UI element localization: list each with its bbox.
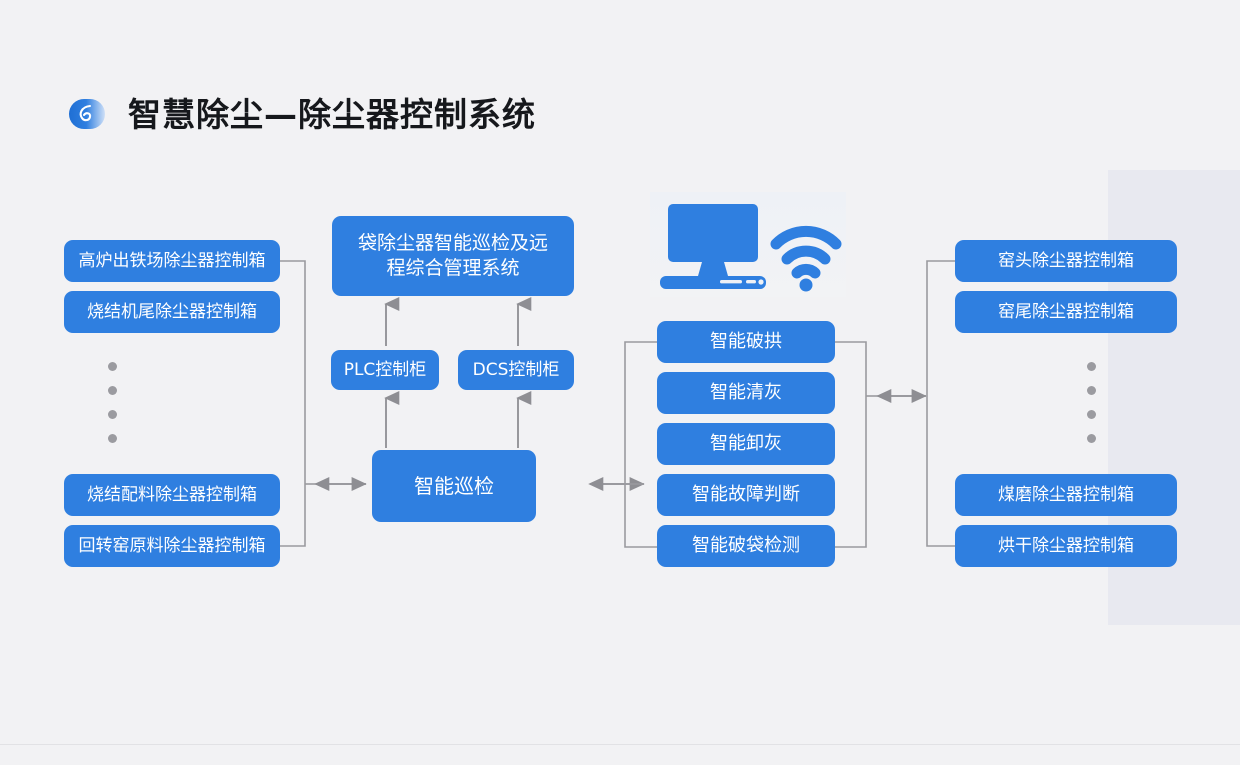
feature-node-2[interactable]: 智能清灰 [657,372,835,414]
dot [1087,386,1096,395]
dot [108,362,117,371]
dot [108,386,117,395]
bottom-divider [0,744,1240,745]
page-title: 智慧除尘—除尘器控制系统 [128,94,536,134]
wifi-signal-icon [770,225,842,292]
management-system-node[interactable]: 袋除尘器智能巡检及远程综合管理系统 [332,216,574,296]
right-node-4[interactable]: 烘干除尘器控制箱 [955,525,1177,567]
left-node-3[interactable]: 烧结配料除尘器控制箱 [64,474,280,516]
left-node-4[interactable]: 回转窑原料除尘器控制箱 [64,525,280,567]
dot [1087,410,1096,419]
plc-cabinet-node[interactable]: PLC控制柜 [331,350,439,390]
desktop-computer-icon [660,204,766,289]
dot [108,410,117,419]
left-node-2[interactable]: 烧结机尾除尘器控制箱 [64,291,280,333]
right-ellipsis-dots [1087,362,1096,443]
smart-inspection-node[interactable]: 智能巡检 [372,450,536,522]
feature-node-3[interactable]: 智能卸灰 [657,423,835,465]
computer-wifi-illustration [650,192,846,297]
right-node-2[interactable]: 窑尾除尘器控制箱 [955,291,1177,333]
feature-node-5[interactable]: 智能破袋检测 [657,525,835,567]
feature-node-4[interactable]: 智能故障判断 [657,474,835,516]
swirl-logo-icon [68,96,106,132]
left-ellipsis-dots [108,362,117,443]
page-header: 智慧除尘—除尘器控制系统 [68,96,536,132]
dot [1087,434,1096,443]
right-node-1[interactable]: 窑头除尘器控制箱 [955,240,1177,282]
dcs-cabinet-node[interactable]: DCS控制柜 [458,350,574,390]
right-node-3[interactable]: 煤磨除尘器控制箱 [955,474,1177,516]
dot [1087,362,1096,371]
dot [108,434,117,443]
left-node-1[interactable]: 高炉出铁场除尘器控制箱 [64,240,280,282]
feature-node-1[interactable]: 智能破拱 [657,321,835,363]
